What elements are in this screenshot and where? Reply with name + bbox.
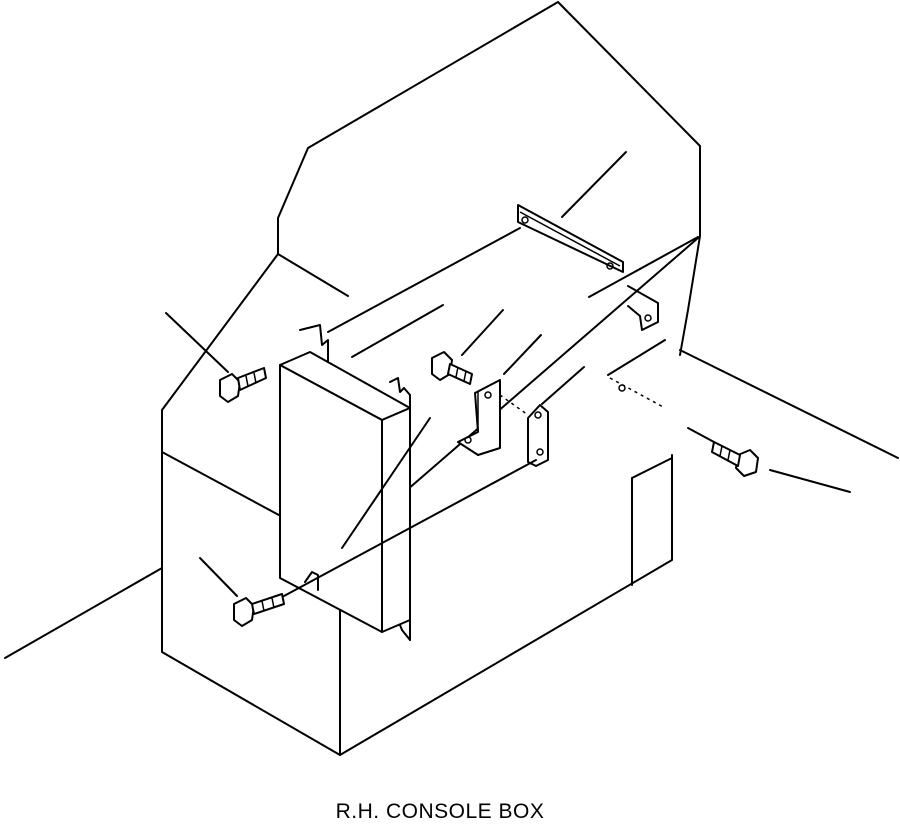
alignment-lines	[499, 377, 666, 416]
console-box-body	[161, 227, 699, 756]
cab-wall-panel	[161, 1, 701, 453]
l-bracket	[457, 379, 501, 456]
side-door	[631, 457, 673, 586]
bolt-icon	[711, 441, 759, 477]
diagram-caption: R.H. CONSOLE BOX	[335, 800, 545, 823]
bolt-icon	[431, 351, 473, 385]
leader-lines	[165, 151, 851, 597]
rear-rail-bracket	[517, 204, 659, 331]
bolt-icon	[233, 593, 285, 627]
small-bracket	[527, 404, 549, 467]
floor-lines	[4, 349, 899, 659]
controller-unit	[279, 324, 411, 641]
bolt-icon	[219, 367, 267, 403]
